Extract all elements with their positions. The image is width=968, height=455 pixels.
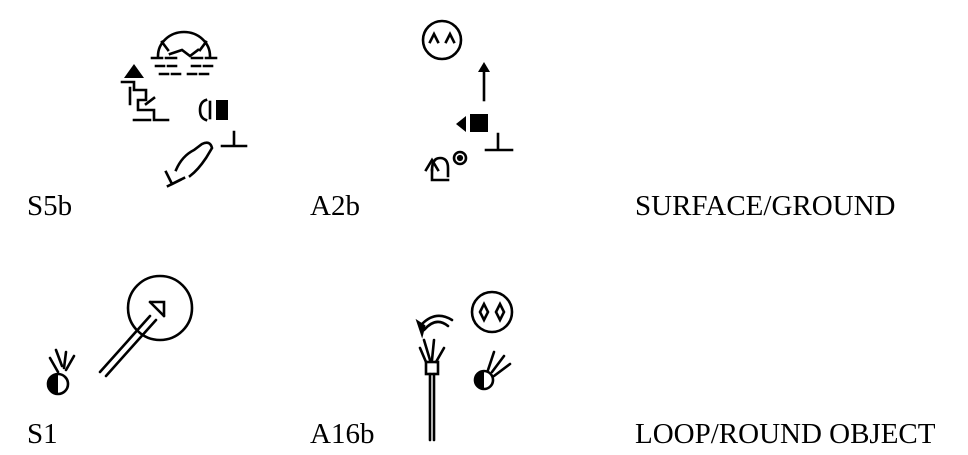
code-label-a16b: A16b <box>310 418 375 450</box>
code-label-a2b: A2b <box>310 190 360 222</box>
meaning-label-loop-round-object: LOOP/ROUND OBJECT <box>635 418 936 450</box>
s5b-sign-icon <box>110 20 270 200</box>
meaning-label-surface-ground: SURFACE/GROUND <box>635 190 896 222</box>
a2b-sign-icon <box>408 19 518 190</box>
s1-sign-icon <box>40 272 200 422</box>
code-label-s5b: S5b <box>27 190 73 222</box>
code-label-s1: S1 <box>27 418 58 450</box>
a16b-sign-icon <box>400 290 520 450</box>
